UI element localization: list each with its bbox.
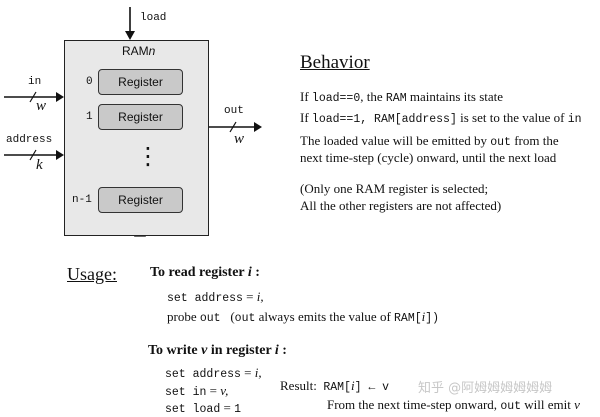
usage-title: Usage: [67,264,117,284]
register-n-1: Register [98,187,183,213]
in-label: in [28,76,42,88]
out-width-label: w [234,131,245,147]
register-index-n-1: n-1 [72,194,92,206]
read-line-1: set address = i, [167,289,264,305]
watermark: 知乎 @阿姆姆姆姆姆姆 [418,381,553,396]
behavior-line-1: If load==0, the RAM maintains its state [300,89,504,105]
register-1: Register [98,104,183,130]
register-0: Register [98,69,183,95]
chip-title: RAMn [122,44,156,58]
result-line-2: From the next time-step onward, out will… [327,397,580,413]
behavior-line-3: The loaded value will be emitted by out … [300,133,559,149]
read-line-2: probe out (out always emits the value of… [167,309,440,325]
write-line-1: set address = i, [165,365,262,381]
out-label: out [224,105,244,117]
register-ellipsis: ⋮ [136,142,160,170]
behavior-line-5: (Only one RAM register is selected; [300,181,489,196]
register-index-1: 1 [86,111,93,123]
in-width-label: w [36,98,47,114]
behavior-title: Behavior [300,52,370,73]
read-header: To read register i : [150,265,260,280]
address-width-label: k [36,157,43,173]
load-label: load [140,12,167,24]
address-label: address [6,134,53,146]
write-line-3: set load = 1 [165,400,241,416]
behavior-line-4: next time-step (cycle) onward, until the… [300,150,557,165]
result-line-1: Result: RAM[i] ← v [280,378,390,394]
write-header: To write v in register i : [148,343,287,358]
write-line-2: set in = v, [165,383,229,399]
behavior-line-2: If load==1, RAM[address] is set to the v… [300,110,582,126]
behavior-line-6: All the other registers are not affected… [300,198,502,213]
register-index-0: 0 [86,76,93,88]
